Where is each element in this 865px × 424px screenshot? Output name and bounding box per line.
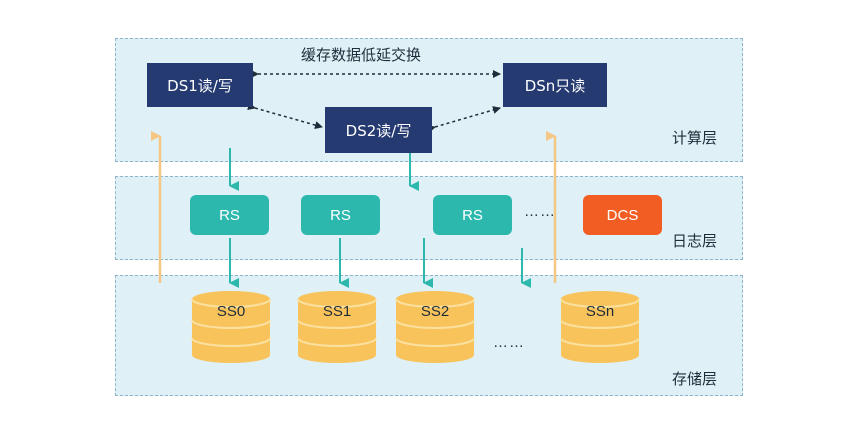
ssn-label: SSn bbox=[585, 303, 615, 320]
log-layer-label: 日志层 bbox=[672, 232, 718, 250]
ss2-label: SS2 bbox=[420, 303, 450, 320]
link-ds1-ds2 bbox=[247, 102, 323, 129]
ds2-node: DS2读/写 bbox=[325, 107, 432, 153]
rs-node-2: RS bbox=[301, 195, 380, 235]
link-ds2-dsn bbox=[427, 106, 501, 133]
database-icon-ss1 bbox=[297, 291, 377, 363]
log-ellipsis: …… bbox=[524, 203, 556, 220]
exchange-caption: 缓存数据低延交换 bbox=[301, 46, 422, 64]
dsn-node: DSn只读 bbox=[503, 63, 607, 107]
ss0-label: SS0 bbox=[216, 303, 246, 320]
ds1-node: DS1读/写 bbox=[147, 63, 253, 107]
ss1-label: SS1 bbox=[322, 303, 352, 320]
storage-ellipsis: …… bbox=[493, 334, 525, 351]
database-icon-ss2 bbox=[395, 291, 475, 363]
database-icon-ss0 bbox=[191, 291, 271, 363]
rs-node-1: RS bbox=[190, 195, 269, 235]
dcs-node: DCS bbox=[583, 195, 662, 235]
compute-layer-label: 计算层 bbox=[672, 129, 718, 147]
rs-node-3: RS bbox=[433, 195, 512, 235]
database-icon-ssn bbox=[560, 291, 640, 363]
storage-layer-label: 存储层 bbox=[672, 370, 718, 388]
